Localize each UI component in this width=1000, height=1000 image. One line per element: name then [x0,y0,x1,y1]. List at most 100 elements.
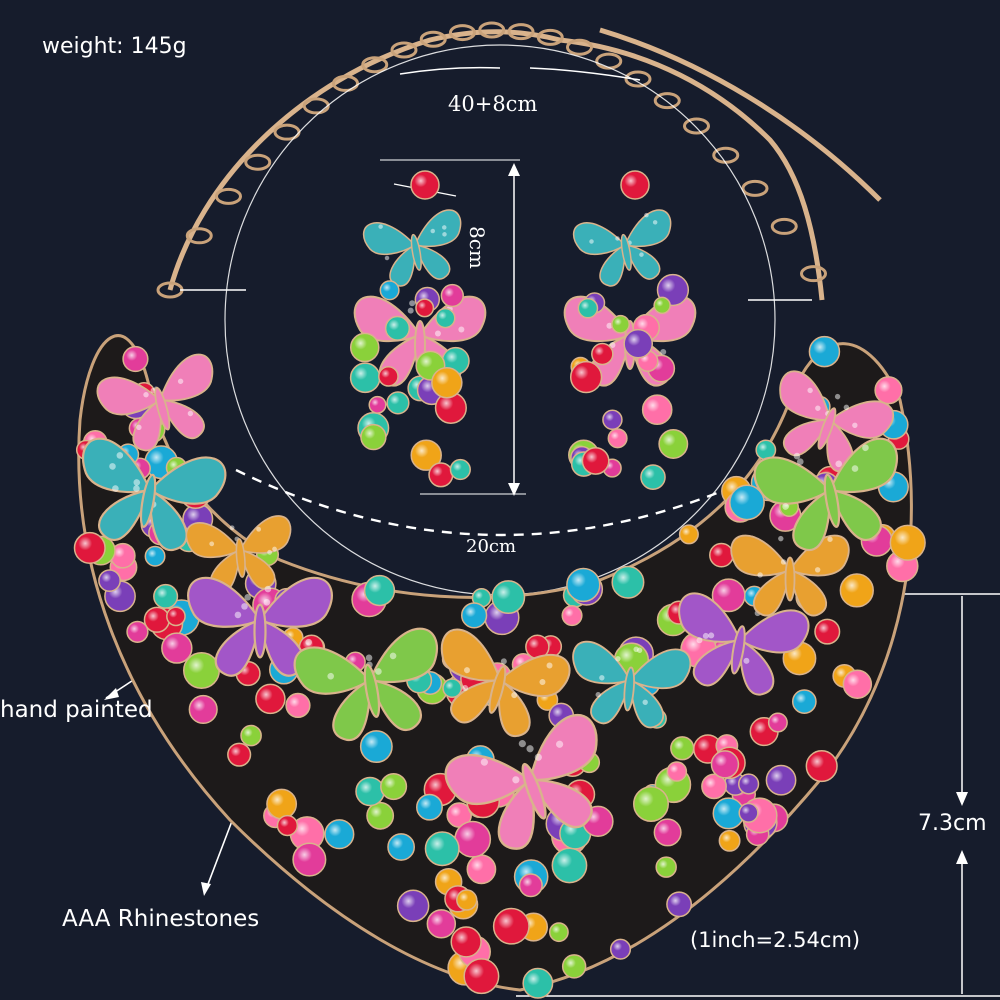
rhinestone [378,365,399,387]
rhinestone [73,531,106,564]
rhinestone [581,446,610,475]
rhinestone [456,889,478,911]
rhinestone [144,545,166,567]
rhinestone [122,345,149,373]
rhinestone [255,683,286,715]
rhinestone [166,606,186,627]
rhinestone [633,785,669,822]
rhinestone [492,907,530,945]
rhinestone [368,395,387,414]
necklace-length-label: 40+8cm [448,92,538,116]
butterfly-motifs [82,353,898,850]
rhinestone [143,606,171,633]
butterfly [82,437,227,552]
rhinestone [591,342,614,366]
rhinestone [767,712,788,733]
earring-length-label: 8cm [465,226,489,269]
butterfly [753,437,898,552]
rhinestone [285,692,311,719]
rhinestone [765,764,797,796]
rhinestone [518,873,543,898]
rhinestone [609,938,632,960]
chain-links [156,21,827,299]
rhinestone [729,484,765,521]
rhinestone [363,574,396,607]
right-earring [563,170,697,490]
rhinestone [666,891,693,918]
rhinestone [431,366,463,399]
top-arrows [399,66,641,81]
rhinestone [359,730,393,764]
rhinestone [611,314,630,334]
rhinestone [386,391,410,415]
rhinestone [491,580,526,615]
rhinestone [889,524,926,561]
rhinestone [620,170,650,200]
rhinestone [670,736,695,761]
rhinestone [636,350,659,372]
rhinestone [349,362,381,394]
rhinestone [874,376,903,405]
rhinestone [440,283,464,308]
rhinestone [227,742,252,767]
rhinestone [463,958,500,995]
rhinestone [182,652,221,690]
rhinestone [449,458,471,481]
rhinestone [435,307,456,329]
rhinestone [460,602,488,629]
rhinestone [396,889,430,923]
butterfly [96,353,214,452]
rhinestone [738,802,759,823]
rhinestone [522,967,554,999]
butterfly [440,628,571,738]
rhinestone [577,297,599,319]
rhinestone [842,669,873,699]
rhinestone [551,847,588,884]
rhinestone [428,462,454,488]
rhinestone [240,724,262,747]
pendant-height-label: 7.3cm [918,811,987,836]
rhinestone [666,761,688,782]
rhinestone [349,332,380,363]
rhinestone [426,909,457,939]
rhinestone [98,569,121,593]
butterfly [187,576,333,677]
rhinestone [712,797,745,830]
rhinestone [161,632,193,664]
rhinestone [466,854,497,885]
rhinestone [808,335,841,368]
rhinestone-cluster [73,335,926,999]
rhinestone [640,464,666,490]
rhinestone [711,578,746,613]
rhinestone [355,776,385,807]
rhinestone [566,567,601,603]
butterfly [678,592,810,696]
rhinestone [701,773,727,800]
rhinestone [569,360,603,394]
rhinestone [126,620,149,643]
rhinestone [653,296,671,315]
arrow-heads [104,163,968,896]
rhinestone [387,833,415,861]
rhinestone [611,565,645,599]
butterfly [572,640,692,729]
butterfly [573,209,672,287]
width-arc [235,468,771,537]
rhinestone [641,394,673,426]
rhinestone [442,678,463,699]
rhinestone [718,829,741,852]
rhinestone [548,922,569,943]
weight-label: weight: 145g [42,34,187,59]
rhinestone [384,315,411,341]
rhinestone [379,280,400,301]
left-earring [349,170,487,488]
rhinestone [839,573,874,608]
rhinestone [602,409,623,431]
rhinestone [289,816,325,852]
rhinestone [292,842,327,877]
rhinestones-label: AAA Rhinestones [62,906,260,932]
rhinestone [607,428,628,449]
rhinestone [737,773,760,795]
rhinestone [454,820,492,858]
